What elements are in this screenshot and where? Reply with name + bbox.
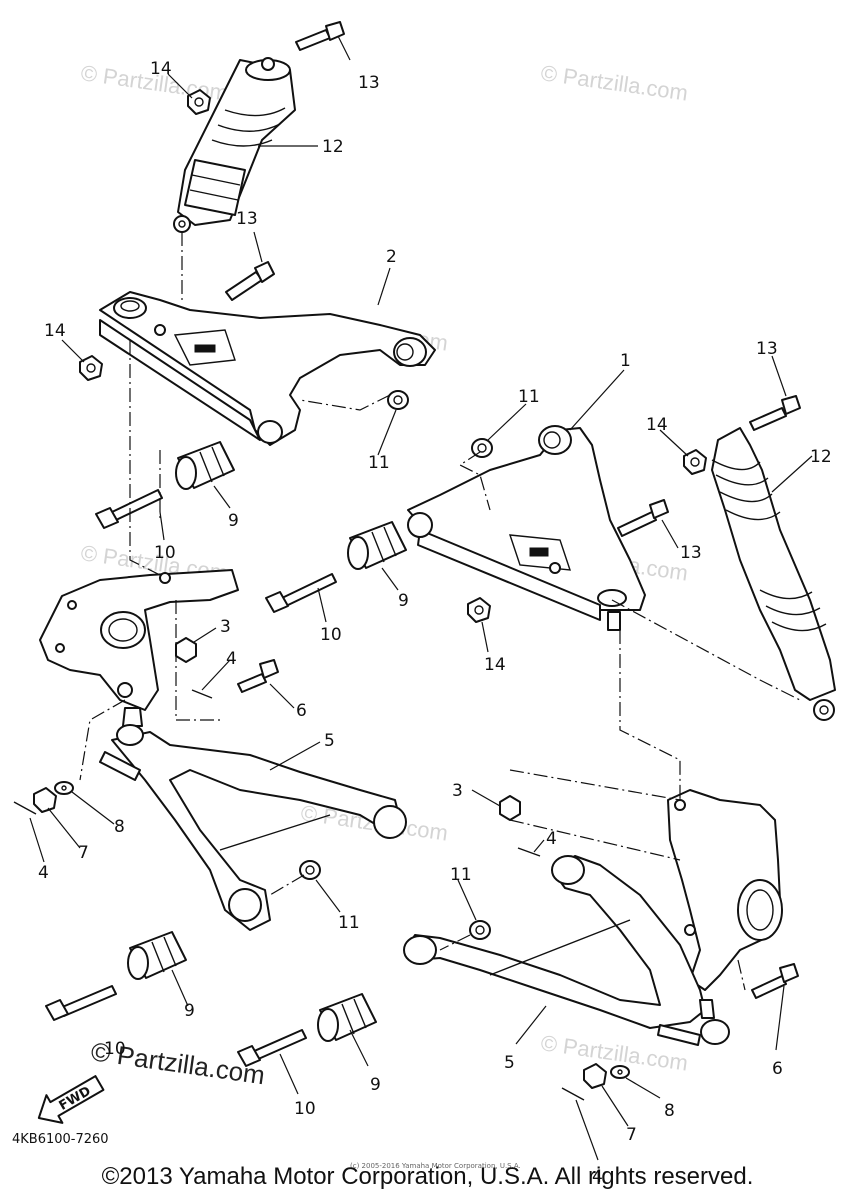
callout-9: 9 bbox=[398, 591, 409, 611]
callout-13: 13 bbox=[680, 543, 702, 563]
bushing-9-lower-left bbox=[127, 931, 187, 980]
callout-9: 9 bbox=[228, 511, 239, 531]
bolt-10-left-mid bbox=[265, 573, 337, 613]
small-notice: (c) 2005-2016 Yamaha Motor Corporation, … bbox=[350, 1162, 521, 1170]
bolt-6-left bbox=[237, 659, 279, 693]
callout-14: 14 bbox=[150, 59, 172, 79]
callout-5: 5 bbox=[504, 1053, 515, 1073]
bushing-9-upper-left bbox=[175, 441, 235, 490]
collar-11-upper-right bbox=[471, 438, 493, 458]
callout-13: 13 bbox=[358, 73, 380, 93]
callout-6: 6 bbox=[296, 701, 307, 721]
bolt-10-bottom bbox=[237, 1029, 307, 1067]
bolt-10-lower-left bbox=[45, 985, 117, 1021]
knuckle-right bbox=[667, 789, 783, 991]
callout-8: 8 bbox=[114, 817, 125, 837]
callout-1: 1 bbox=[620, 351, 631, 371]
callout-10: 10 bbox=[320, 625, 342, 645]
shock-absorber-right bbox=[711, 427, 836, 721]
callout-11: 11 bbox=[368, 453, 390, 473]
callout-12: 12 bbox=[322, 137, 344, 157]
nut-3-right bbox=[499, 795, 521, 821]
callout-14: 14 bbox=[484, 655, 506, 675]
knuckle-left bbox=[39, 569, 239, 711]
copyright-notice: ©2013 Yamaha Motor Corporation, U.S.A. A… bbox=[101, 1163, 754, 1190]
washer-8-right bbox=[610, 1065, 630, 1079]
leader-lines bbox=[29, 35, 813, 1161]
callout-7: 7 bbox=[78, 843, 89, 863]
callout-13: 13 bbox=[236, 209, 258, 229]
callout-13: 13 bbox=[756, 339, 778, 359]
callout-3: 3 bbox=[452, 781, 463, 801]
shock-absorber-left bbox=[173, 57, 296, 233]
callout-9: 9 bbox=[370, 1075, 381, 1095]
callout-2: 2 bbox=[386, 247, 397, 267]
upper-arm-left bbox=[99, 291, 436, 446]
bolt-10-upper-left bbox=[95, 489, 163, 529]
nut-14-right bbox=[467, 597, 491, 623]
callout-3: 3 bbox=[220, 617, 231, 637]
callout-7: 7 bbox=[626, 1125, 637, 1145]
upper-arm-right bbox=[407, 425, 646, 631]
callout-11: 11 bbox=[450, 865, 472, 885]
bushing-9-lower-right bbox=[317, 993, 377, 1042]
cotter-pin-4-left-lower bbox=[13, 801, 37, 815]
callout-10: 10 bbox=[154, 543, 176, 563]
bushing-9-left-mid bbox=[347, 521, 407, 570]
bolt-13-left bbox=[225, 261, 275, 301]
callout-10: 10 bbox=[294, 1099, 316, 1119]
assembly-lines bbox=[79, 232, 801, 991]
callout-6: 6 bbox=[772, 1059, 783, 1079]
callout-8: 8 bbox=[664, 1101, 675, 1121]
collar-11-lower-right bbox=[469, 920, 491, 940]
callout-11: 11 bbox=[518, 387, 540, 407]
callout-4: 4 bbox=[226, 649, 237, 669]
cotter-pin-4-left-upper bbox=[191, 689, 213, 699]
callout-14: 14 bbox=[646, 415, 668, 435]
bolt-13-right-mid bbox=[617, 499, 669, 537]
nut-14-right-top bbox=[683, 449, 707, 475]
callout-4: 4 bbox=[38, 863, 49, 883]
callout-10: 10 bbox=[104, 1039, 126, 1059]
bolt-6-right bbox=[751, 963, 799, 999]
cotter-pin-4-right bbox=[517, 847, 541, 857]
callout-4: 4 bbox=[546, 829, 557, 849]
bolt-13-upper bbox=[295, 21, 345, 51]
bolt-13-right-top bbox=[749, 395, 801, 431]
collar-11-lower-left bbox=[299, 860, 321, 880]
cotter-pin-4-right-lower bbox=[561, 1087, 585, 1101]
callout-9: 9 bbox=[184, 1001, 195, 1021]
collar-11-upper-left bbox=[387, 390, 409, 410]
nut-14-left bbox=[79, 355, 103, 381]
nut-7-left bbox=[33, 787, 57, 813]
callout-12: 12 bbox=[810, 447, 832, 467]
callouts: 13 14 12 13 2 14 11 9 10 3 4 6 9 10 1 11… bbox=[38, 59, 832, 1187]
lower-arm-right bbox=[403, 855, 730, 1046]
callout-11: 11 bbox=[338, 913, 360, 933]
washer-8-left bbox=[54, 781, 74, 795]
callout-4: 4 bbox=[592, 1167, 603, 1187]
nut-7-right bbox=[583, 1063, 607, 1089]
lower-arm-left bbox=[99, 707, 407, 931]
callout-14: 14 bbox=[44, 321, 66, 341]
diagram-code: 4KB6100-7260 bbox=[12, 1132, 109, 1147]
nut-3-left bbox=[175, 637, 197, 663]
fwd-arrow-icon: FWD bbox=[37, 1075, 105, 1124]
nut-14-upper bbox=[187, 89, 211, 115]
watermark: © Partzilla.com bbox=[539, 60, 689, 105]
callout-5: 5 bbox=[324, 731, 335, 751]
